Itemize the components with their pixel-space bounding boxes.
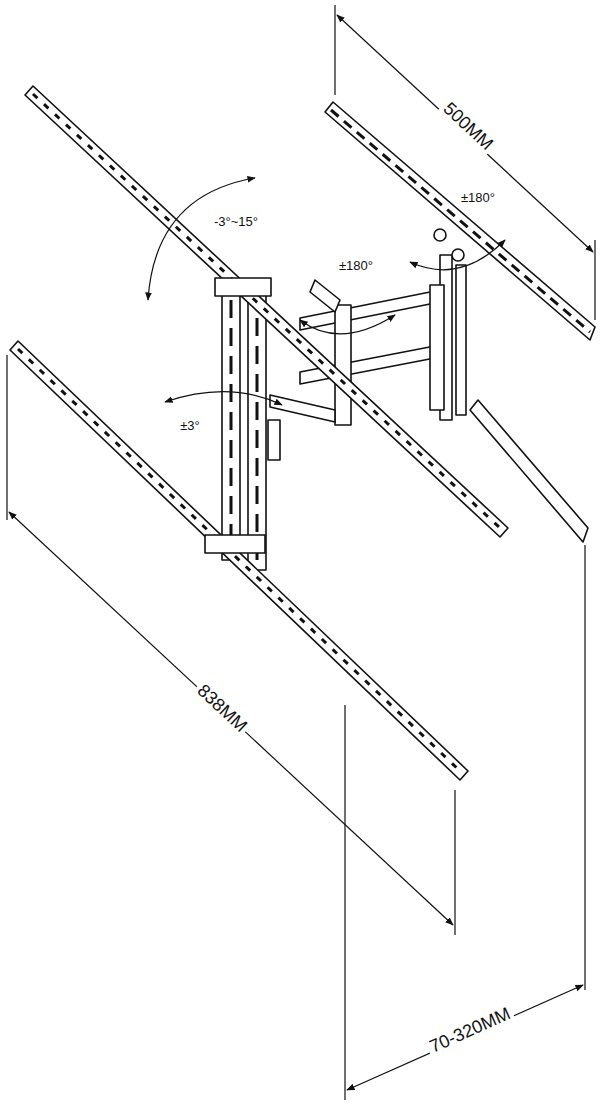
extension-line [454,790,455,935]
angle-label: ±180° [458,191,498,206]
extension-line [344,705,345,1100]
dimension-line [347,985,583,1090]
swivel-arrow [410,240,505,270]
level-arrow [165,392,282,405]
swivel-arrow [300,315,395,334]
tv-rail [25,86,508,537]
extension-line [594,240,595,320]
rail-clamp [215,278,271,296]
dimension-line [337,15,593,252]
tilt-arrow [148,178,255,300]
dimension-label: 500MM [437,96,499,156]
dimension-label: 70-320MM [424,1002,517,1058]
plate-slots [256,290,259,560]
angle-label: ±180° [336,259,376,274]
pivot [434,229,446,241]
tv-plate [248,280,266,570]
dimension-line [9,512,453,925]
angle-label: ±3° [177,419,203,434]
pivot [452,249,464,261]
arm-pivot [430,285,444,410]
dimension-label: 838MM [191,678,253,738]
arm-link [270,395,335,422]
tv-rail [10,341,468,780]
rail-holes [33,94,500,528]
plate-slots [230,300,233,550]
extension-line [584,545,585,990]
angle-label: -3°~15° [211,215,261,230]
tilt-knob [268,420,280,460]
rail-holes [18,349,460,771]
extension-line [334,5,335,95]
arm-pivot [335,305,351,425]
wall-upright [456,265,466,415]
extension-line [6,355,7,520]
arm-link [310,280,340,312]
tv-plate [222,290,240,560]
rail-clamp [205,535,265,553]
